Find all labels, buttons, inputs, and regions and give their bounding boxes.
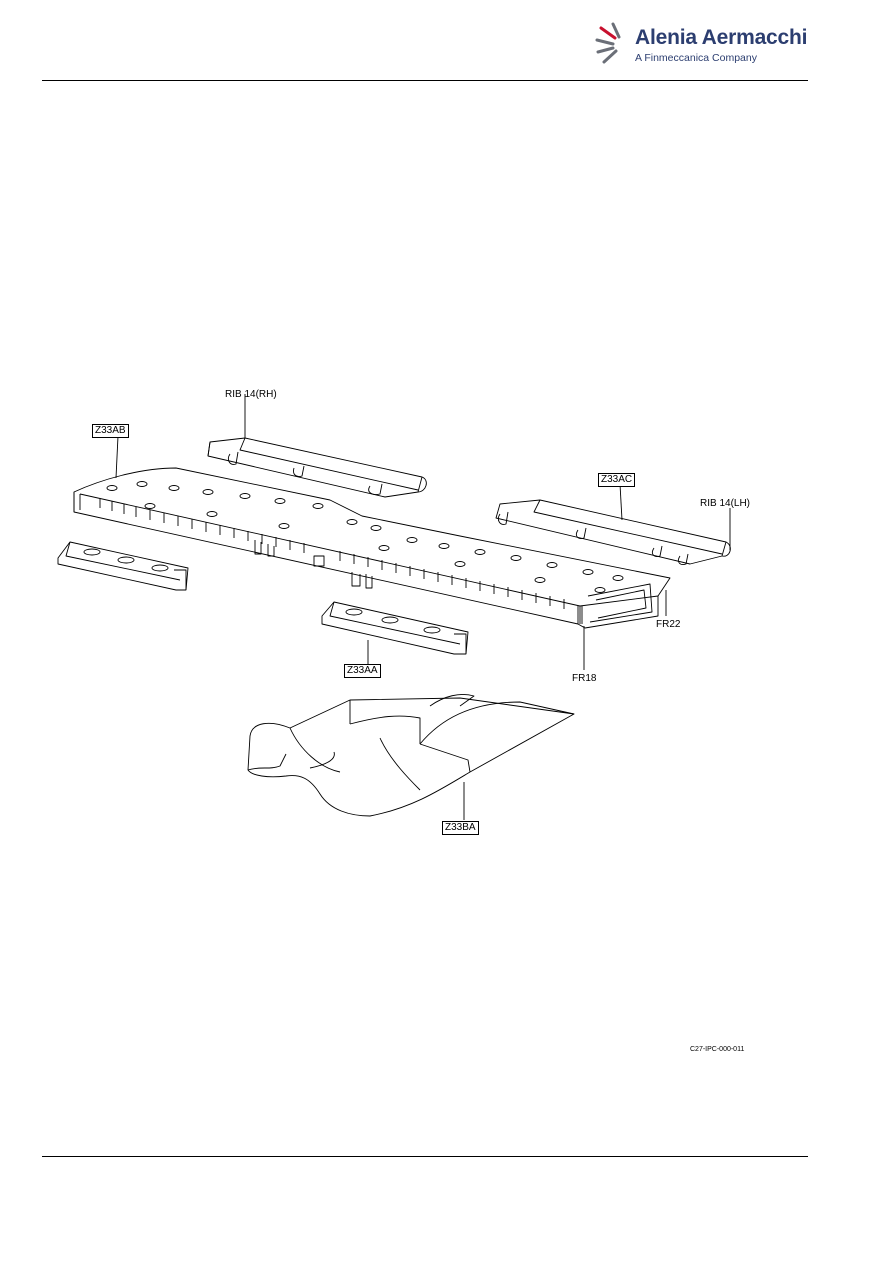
brand-name: Alenia Aermacchi — [635, 26, 808, 49]
label-fr18: FR18 — [572, 673, 597, 684]
leader-z33ac — [619, 483, 623, 521]
diagram-drawing — [57, 394, 731, 820]
label-rib-lh: RIB 14(LH) — [700, 498, 751, 509]
label-z33ac: Z33AC — [598, 473, 636, 487]
company-logo: Alenia Aermacchi A Finmeccanica Company — [595, 18, 807, 82]
label-z33ba: Z33BA — [442, 821, 479, 835]
lower-fairing — [247, 694, 575, 817]
label-z33ab: Z33AB — [92, 424, 129, 438]
label-fr22: FR22 — [656, 619, 681, 630]
label-rib-rh: RIB 14(RH) — [225, 389, 277, 400]
logo-mark-icon — [595, 22, 621, 64]
left-bin — [57, 541, 189, 591]
rib-lh-panel — [495, 499, 731, 565]
exploded-diagram: RIB 14(RH) Z33AB Z33AC RIB 14(LH) FR22 Z… — [40, 380, 780, 850]
center-bin — [321, 601, 469, 655]
label-z33aa: Z33AA — [344, 664, 381, 678]
leader-z33ab — [115, 435, 119, 479]
footer-rule — [42, 1156, 808, 1157]
brand-subtitle: A Finmeccanica Company — [635, 52, 757, 64]
main-deck — [73, 467, 671, 629]
figure-reference-code: C27-IPC-000-011 — [690, 1046, 745, 1053]
header-rule — [42, 80, 808, 81]
